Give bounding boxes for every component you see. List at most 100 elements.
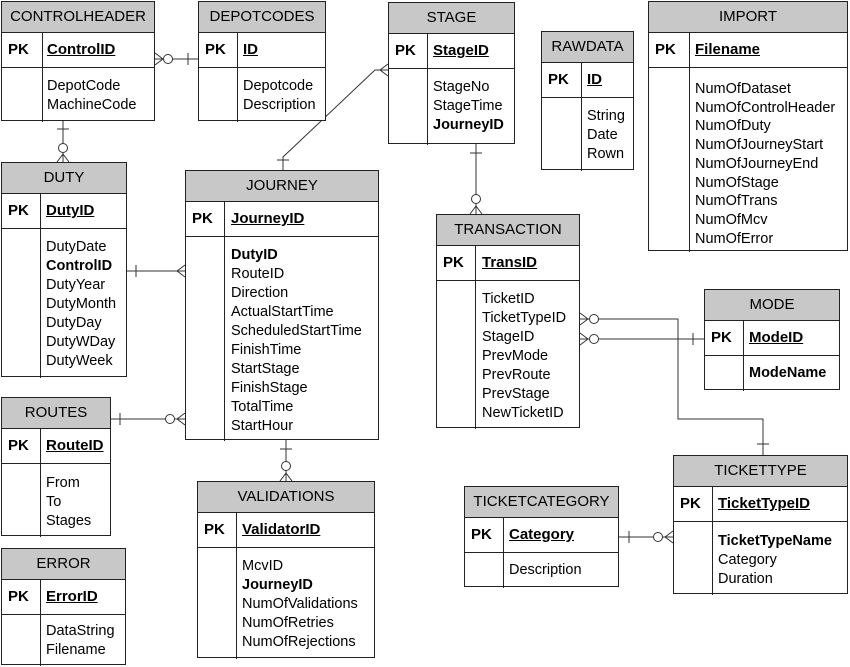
attribute: NumOfControlHeader: [695, 99, 836, 116]
attribute: JourneyID: [433, 117, 504, 133]
attribute: JourneyID: [242, 577, 313, 593]
attribute: NumOfRetries: [242, 615, 334, 631]
attribute: NumOfValidations: [242, 596, 358, 612]
attribute: McvID: [242, 558, 284, 574]
attribute: ScheduledStartTime: [231, 323, 362, 339]
entity-title: TRANSACTION: [437, 215, 579, 246]
attribute: TicketTypeID: [482, 310, 567, 326]
entity-ticketcategory[interactable]: TICKETCATEGORY PK Category Description: [464, 486, 619, 588]
primary-key: DutyID: [46, 202, 95, 219]
primary-key: Filename: [695, 41, 761, 58]
primary-key: ErrorID: [46, 588, 98, 605]
attribute: DutyWeek: [46, 353, 113, 369]
primary-key: ValidatorID: [242, 521, 321, 538]
entity-title: CONTROLHEADER: [2, 2, 154, 33]
primary-key: StageID: [433, 42, 489, 59]
entity-title: TICKETCATEGORY: [465, 487, 618, 518]
attribute: Description: [243, 97, 316, 113]
attribute: PrevRoute: [482, 367, 551, 383]
attribute: NewTicketID: [482, 405, 564, 421]
pk-label: PK: [395, 42, 416, 59]
attribute: DutyDate: [46, 239, 107, 255]
pk-label: PK: [471, 526, 492, 543]
entity-title: DEPOTCODES: [199, 2, 325, 33]
primary-key: Category: [509, 526, 575, 543]
attribute: FinishStage: [231, 380, 308, 396]
attribute: NumOfJourneyEnd: [695, 155, 819, 172]
entity-title: RAWDATA: [542, 32, 633, 63]
primary-key: ID: [587, 71, 602, 88]
entity-validations[interactable]: VALIDATIONS PK ValidatorID McvID Journey…: [197, 481, 375, 659]
attribute: TicketID: [482, 291, 535, 307]
attribute: RouteID: [231, 266, 285, 282]
entity-title: DUTY: [2, 163, 126, 194]
attribute: Depotcode: [243, 78, 314, 94]
entity-mode[interactable]: MODE PK ModeID ModeName: [704, 289, 840, 391]
entity-title: JOURNEY: [186, 171, 378, 202]
primary-key: RouteID: [46, 437, 104, 454]
attribute: MachineCode: [47, 97, 137, 113]
attribute: StageNo: [433, 79, 490, 95]
pk-label: PK: [443, 254, 464, 271]
attribute: PrevMode: [482, 348, 549, 364]
entity-routes[interactable]: ROUTES PK RouteID From To Stages: [1, 397, 111, 537]
attribute: ControlID: [46, 258, 113, 274]
rel-stage-journey: [282, 69, 388, 170]
attribute: Duration: [718, 571, 773, 587]
entity-title: VALIDATIONS: [198, 482, 374, 513]
pk-label: PK: [192, 210, 213, 227]
pk-label: PK: [548, 71, 569, 88]
attribute: Description: [509, 562, 582, 578]
attribute: NumOfDataset: [695, 81, 791, 97]
attribute: PrevStage: [482, 386, 550, 402]
primary-key: JourneyID: [231, 210, 305, 227]
entity-title: MODE: [705, 290, 839, 321]
attribute: DutyID: [231, 247, 278, 263]
pk-label: PK: [205, 41, 226, 58]
entity-controlheader[interactable]: CONTROLHEADER PK ControlID DepotCode Mac…: [1, 1, 155, 122]
attribute: StageTime: [433, 98, 503, 114]
entity-title: STAGE: [389, 3, 514, 34]
attribute: From: [46, 475, 80, 491]
attribute: DepotCode: [47, 78, 121, 94]
attribute: TicketTypeName: [718, 533, 832, 549]
attribute: DataString: [46, 623, 115, 639]
rel-transaction-tickettype: [580, 318, 764, 455]
attribute: StartHour: [231, 418, 294, 434]
entity-journey[interactable]: JOURNEY PK JourneyID DutyID RouteID Dire…: [185, 170, 379, 441]
entity-error[interactable]: ERROR PK ErrorID DataString Filename: [1, 548, 126, 666]
pk-label: PK: [655, 41, 676, 58]
attribute: NumOfJourneyStart: [695, 137, 824, 154]
primary-key: ID: [243, 41, 258, 58]
entity-import[interactable]: IMPORT PK Filename NumOfDataset NumOfCon…: [648, 1, 848, 252]
attribute: DutyMonth: [46, 296, 117, 312]
entity-depotcodes[interactable]: DEPOTCODES PK ID Depotcode Description: [198, 1, 326, 122]
entity-tickettype[interactable]: TICKETTYPE PK TicketTypeID TicketTypeNam…: [673, 455, 848, 595]
primary-key: TicketTypeID: [718, 495, 810, 512]
attribute: DutyDay: [46, 315, 102, 331]
pk-label: PK: [8, 588, 29, 605]
attribute: DutyWDay: [46, 334, 116, 350]
entity-duty[interactable]: DUTY PK DutyID DutyDate ControlID DutyYe…: [1, 162, 127, 378]
entity-rawdata[interactable]: RAWDATA PK ID String Date Rown: [541, 31, 634, 171]
pk-label: PK: [8, 41, 29, 58]
attribute: Category: [718, 552, 777, 568]
attribute: ActualStartTime: [231, 304, 334, 320]
attribute: Stages: [46, 513, 92, 529]
entity-stage[interactable]: STAGE PK StageID StageNo StageTime Journ…: [388, 2, 515, 145]
entity-transaction[interactable]: TRANSACTION PK TransID TicketID TicketTy…: [436, 214, 580, 429]
attribute: NumOfTrans: [695, 193, 778, 210]
pk-label: PK: [680, 495, 701, 512]
attribute: NumOfMcv: [695, 211, 768, 228]
attribute: To: [46, 494, 62, 510]
attribute: NumOfDuty: [695, 118, 771, 135]
attribute: TotalTime: [231, 399, 294, 415]
attribute: Filename: [46, 642, 106, 658]
attribute: NumOfRejections: [242, 634, 356, 650]
attribute: NumOfError: [695, 230, 774, 247]
attribute: Direction: [231, 285, 289, 301]
attribute: StartStage: [231, 361, 300, 377]
entity-title: ERROR: [2, 549, 125, 580]
attribute: FinishTime: [231, 342, 302, 358]
pk-label: PK: [204, 521, 225, 538]
